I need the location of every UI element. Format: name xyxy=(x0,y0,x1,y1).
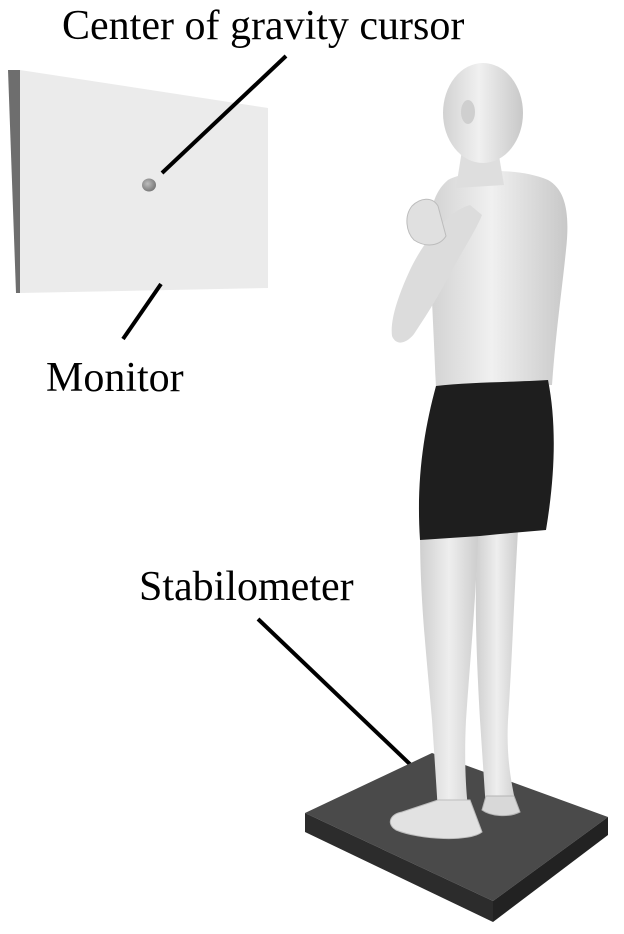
leader-lines xyxy=(121,54,439,792)
right-foot xyxy=(389,799,483,839)
stabilometer-label: Stabilometer xyxy=(139,564,354,610)
left-leg xyxy=(475,530,518,810)
standing-person xyxy=(389,63,568,839)
stabilometer-leader-line xyxy=(256,617,439,792)
monitor-leader-line xyxy=(121,282,163,341)
monitor-label: Monitor xyxy=(46,355,184,401)
monitor xyxy=(8,70,268,293)
ear xyxy=(461,100,475,124)
center-of-gravity-cursor-label: Center of gravity cursor xyxy=(62,3,465,49)
left-foot xyxy=(481,795,521,817)
cursor-leader-line xyxy=(160,54,288,175)
platform-front xyxy=(305,813,493,922)
center-of-gravity-cursor-dot xyxy=(142,178,156,192)
hands xyxy=(406,198,447,246)
platform-side xyxy=(493,817,608,922)
monitor-edge xyxy=(8,70,20,293)
left-arm xyxy=(391,205,482,343)
shorts xyxy=(418,380,554,540)
head xyxy=(443,63,523,163)
torso xyxy=(429,171,568,388)
right-leg xyxy=(420,530,478,812)
